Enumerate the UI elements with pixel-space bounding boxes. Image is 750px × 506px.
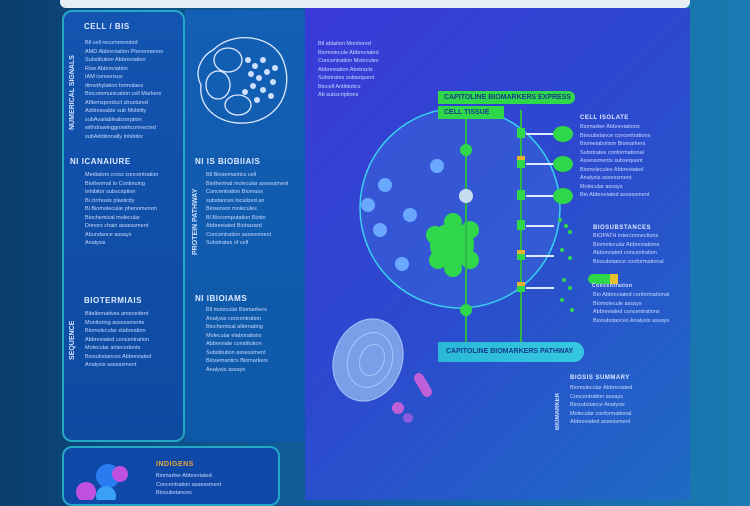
middle-panel bbox=[185, 10, 305, 442]
card-body: Biomarker Abbreviated Concentration asse… bbox=[156, 473, 222, 496]
cluster-icon bbox=[76, 464, 128, 500]
list-body: Bio Abbreviated conformational Biomolecu… bbox=[593, 292, 670, 324]
list-title: BIOSUBSTANCES bbox=[593, 225, 652, 231]
list-body: Biomolecular Abbreviated Concentration a… bbox=[570, 385, 633, 425]
top-bar bbox=[60, 0, 690, 8]
section-title: BIOTERMIAIS bbox=[84, 296, 142, 305]
section-title: CELL / BIS bbox=[84, 22, 130, 31]
list-title: CELL ISOLATE bbox=[580, 115, 629, 121]
section-title: NI ICANAIURE bbox=[70, 157, 131, 166]
section-body: Mediators cross concentration Biothermal… bbox=[85, 172, 159, 246]
side-label: NUMERICAL SIGNALS bbox=[69, 55, 76, 130]
pathway-caption: CAPITOLINE BIOMARKERS PATHWAY bbox=[438, 342, 584, 362]
side-label: BIOMARKER bbox=[555, 393, 561, 430]
side-label: PROTEIN PATHWAY bbox=[192, 188, 199, 255]
section-title: NI IS BIOBIIAIS bbox=[195, 157, 261, 166]
list-title: BIOSIS SUMMARY bbox=[570, 375, 630, 381]
section-body: Bll Biosemantics cell Biothermal molecul… bbox=[206, 172, 289, 246]
cell-illustration bbox=[197, 37, 288, 124]
section-body: Bll cell recommended AMD Abbreviation Ph… bbox=[85, 40, 164, 140]
side-label: SEQUENCE bbox=[69, 320, 76, 360]
list-body: Biomarker Abbreviations Biosubstance con… bbox=[580, 124, 651, 198]
pathway-subtitle: CELL TISSUE bbox=[438, 106, 504, 119]
list-title: Concentration bbox=[592, 283, 633, 289]
pathway-diagram bbox=[359, 107, 618, 350]
card-title: INDIGENS bbox=[156, 461, 194, 468]
list-body: BIOPATH Interconnections Biomolecular Ab… bbox=[593, 233, 664, 265]
section-body: Bll molecular Biomarkers Analysis concen… bbox=[206, 307, 269, 373]
section-body: Bltalternatives antecedent Monitoring as… bbox=[85, 311, 152, 368]
intro-text: Bll ablation Monitored Biomolecule Abbre… bbox=[318, 41, 379, 98]
left-panel bbox=[62, 10, 185, 442]
molecule-illustration bbox=[332, 318, 432, 423]
pathway-title: CAPITOLINE BIOMARKERS EXPRESS bbox=[438, 91, 575, 104]
section-title: NI IBIOIAMS bbox=[195, 294, 248, 303]
